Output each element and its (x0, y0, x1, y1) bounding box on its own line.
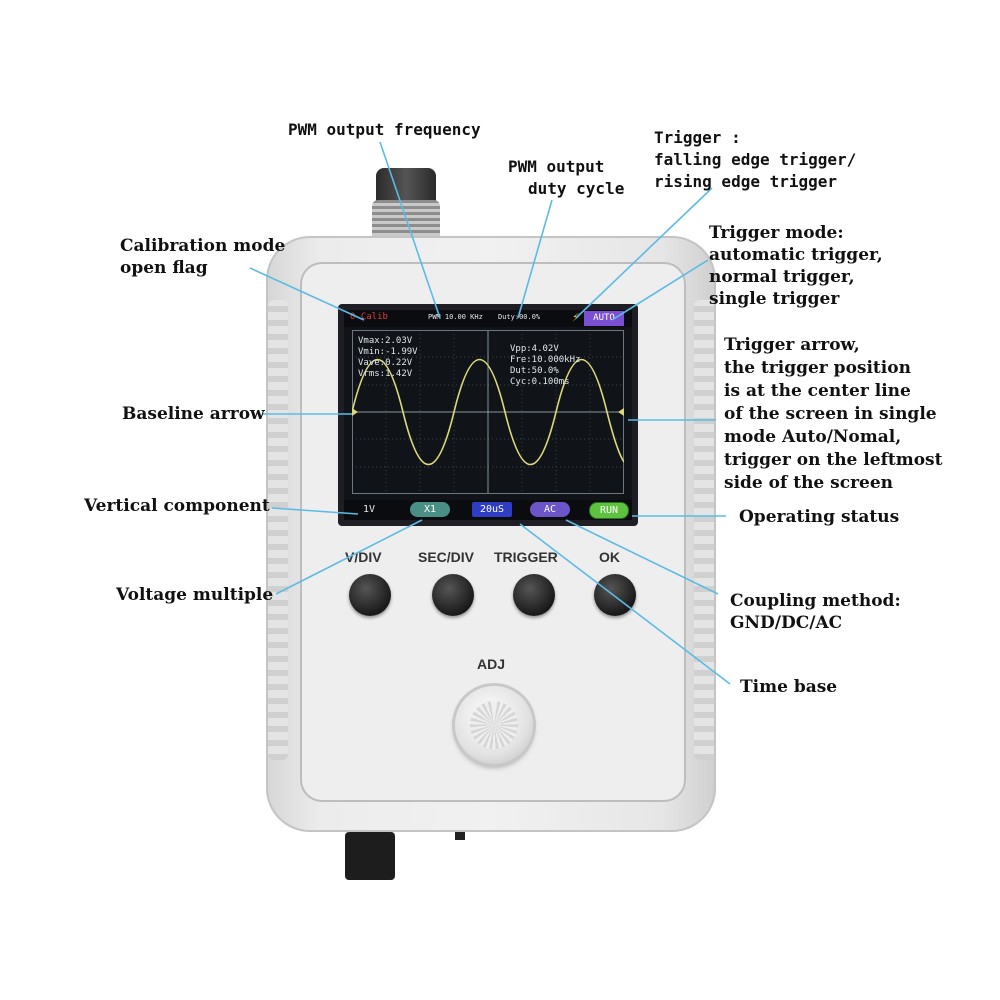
run-status-badge: RUN (589, 502, 629, 519)
label-coupling-line1: Coupling method: (730, 591, 901, 611)
measurements-right: Vpp:4.02V Fre:10.000kHz Dut:50.0% Cyc:0.… (510, 344, 580, 388)
label-trigger-edge-line2: falling edge trigger/ (654, 150, 857, 169)
label-trigger-arrow-line6: trigger on the leftmost (724, 450, 943, 470)
vpp-readout: Vpp:4.02V (510, 344, 559, 354)
label-trigger-arrow-line2: the trigger position (724, 358, 911, 378)
lcd-screen: 0 Calib PWM 10.00 KHz Duty:00.0% ⚡ AUTO (344, 310, 632, 520)
label-calibration-line2: open flag (120, 258, 208, 278)
adj-knob-grip (470, 701, 518, 749)
volts-per-div: 1V (362, 504, 376, 515)
label-time-base: Time base (740, 677, 838, 697)
measurements-left: Vmax:2.03V Vmin:-1.99V Vave:0.22V Vrms:1… (358, 336, 418, 380)
label-trigger-arrow-line7: side of the screen (724, 473, 894, 493)
probe-multiplier-badge: X1 (410, 502, 450, 517)
label-trigger-arrow-line4: of the screen in single (724, 404, 937, 424)
label-voltage-multiple: Voltage multiple (116, 585, 274, 605)
secdiv-label: SEC/DIV (418, 549, 475, 565)
vmax-readout: Vmax:2.03V (358, 336, 413, 346)
label-trigger-arrow-line1: Trigger arrow, (724, 335, 860, 355)
duty-readout: Dut:50.0% (510, 366, 559, 376)
label-trigger-mode-line1: Trigger mode: (709, 223, 844, 243)
baseline-arrow-icon (352, 408, 358, 416)
label-trigger-edge-line1: Trigger : (654, 128, 741, 147)
pwm-frequency-readout: PWM 10.00 KHz (428, 313, 483, 321)
label-trigger-mode-line4: single trigger (709, 289, 840, 309)
vmin-readout: Vmin:-1.99V (358, 347, 418, 357)
adj-label: ADJ (477, 656, 506, 672)
label-vertical-component: Vertical component (84, 496, 270, 516)
trigger-button[interactable] (513, 574, 555, 616)
label-trigger-mode: Trigger mode: automatic trigger, normal … (709, 222, 883, 310)
leader-calibration (249, 267, 365, 321)
vdiv-label: V/DIV (345, 549, 382, 565)
leader-voltage-multiple (275, 519, 423, 595)
leader-vertical (271, 507, 359, 515)
waveform-grid (352, 330, 624, 494)
trigger-mode-badge: AUTO (584, 311, 624, 326)
vave-readout: Vave:0.22V (358, 358, 413, 368)
label-coupling: Coupling method: GND/DC/AC (730, 590, 901, 634)
label-trigger-mode-line2: automatic trigger, (709, 245, 883, 265)
screen-bottom-bar: 1V X1 20uS AC RUN (344, 500, 632, 520)
trigger-label: TRIGGER (494, 549, 558, 565)
leader-time-base (519, 523, 731, 685)
label-pwm-duty-line1: PWM output (508, 157, 605, 176)
leader-pwm-duty (517, 199, 553, 319)
calibration-flag: 0 Calib (350, 312, 388, 322)
label-calibration: Calibration mode open flag (120, 235, 285, 279)
vdiv-button[interactable] (349, 574, 391, 616)
label-trigger-edge: Trigger : falling edge trigger/ rising e… (654, 127, 856, 193)
case-grip-right (694, 300, 714, 760)
power-switch (455, 826, 465, 840)
cycle-readout: Cyc:0.100ms (510, 377, 570, 387)
power-jack (345, 832, 395, 880)
label-pwm-duty: PWM output duty cycle (508, 156, 624, 200)
trigger-arrow-icon (618, 408, 624, 416)
label-coupling-line2: GND/DC/AC (730, 613, 843, 633)
ok-label: OK (599, 549, 620, 565)
label-trigger-edge-line3: rising edge trigger (654, 172, 838, 191)
leader-trigger-mode (611, 259, 709, 321)
label-trigger-mode-line3: normal trigger, (709, 267, 855, 287)
time-base-badge: 20uS (472, 502, 512, 517)
leader-pwm-frequency (379, 141, 441, 319)
waveform-trace (352, 359, 624, 465)
label-trigger-arrow-line5: mode Auto/Nomal, (724, 427, 902, 447)
leader-coupling (565, 519, 719, 595)
frequency-readout: Fre:10.000kHz (510, 355, 581, 365)
secdiv-button[interactable] (432, 574, 474, 616)
bnc-connector (372, 200, 440, 242)
coupling-badge: AC (530, 502, 570, 517)
leader-trigger-edge (575, 187, 713, 319)
vrms-readout: Vrms:1.42V (358, 369, 413, 379)
label-trigger-arrow-line3: is at the center line (724, 381, 911, 401)
label-baseline-arrow: Baseline arrow (122, 404, 265, 424)
case-grip-left (268, 300, 288, 760)
label-trigger-arrow: Trigger arrow, the trigger position is a… (724, 334, 943, 495)
label-pwm-frequency: PWM output frequency (288, 120, 481, 139)
label-operating-status: Operating status (739, 507, 900, 527)
label-calibration-line1: Calibration mode (120, 236, 286, 256)
label-pwm-duty-line2: duty cycle (528, 179, 625, 198)
ok-button[interactable] (594, 574, 636, 616)
